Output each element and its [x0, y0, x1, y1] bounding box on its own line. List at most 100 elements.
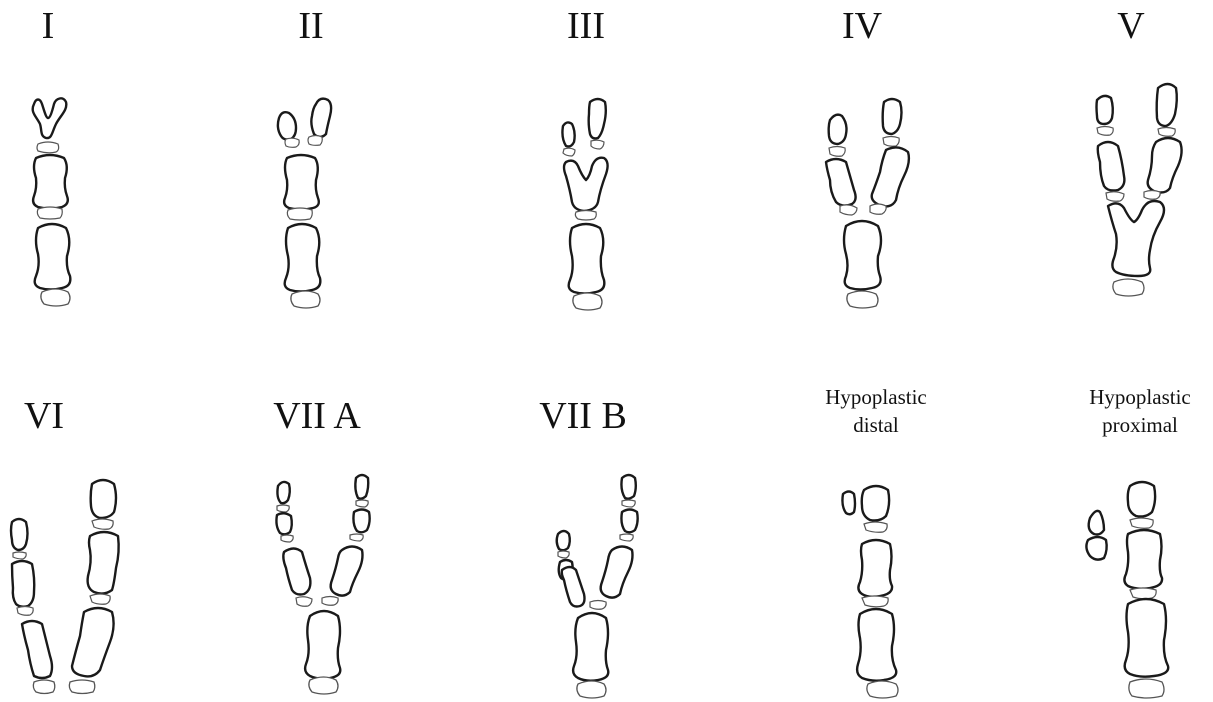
left-proximal-phalanx: [12, 561, 34, 607]
proximal-phalanx-right: [872, 147, 909, 206]
left-dip-joint: [277, 505, 289, 512]
mp-joint-right: [1144, 191, 1160, 200]
label-type-v: V: [1117, 5, 1145, 47]
right-distal-phalanx: [621, 475, 635, 499]
ip-joint-left: [829, 147, 845, 157]
ip-joint-space: [864, 522, 887, 532]
hypoplastic-remnant: [842, 492, 855, 515]
mp-joint: [590, 601, 606, 610]
right-metacarpal: [72, 608, 114, 676]
mp-joint-space: [37, 207, 62, 219]
metacarpal: [35, 224, 71, 290]
carpal-base: [867, 681, 898, 698]
mp-joint-space: [862, 596, 888, 607]
left-distal-phalanx: [557, 531, 570, 550]
distal-phalanx: [1128, 482, 1155, 517]
diagram-type-ii: [278, 99, 331, 308]
carpal-base: [573, 293, 602, 310]
label-hypoplastic-distal-line2: distal: [853, 413, 899, 437]
label-type-iv: IV: [842, 5, 883, 47]
right-ip-joint: [92, 519, 113, 529]
diagram-type-i: [33, 98, 71, 306]
diagram-hypoplastic-proximal: [1086, 482, 1168, 698]
metacarpal: [569, 224, 605, 294]
diagram-type-iii: [562, 99, 607, 310]
metacarpal: [573, 613, 608, 681]
left-metacarpal: [22, 621, 52, 678]
metacarpal: [844, 221, 881, 290]
left-pip-joint: [281, 535, 293, 542]
distal-phalanx-right: [1157, 84, 1177, 126]
left-distal-phalanx: [277, 482, 289, 503]
distal-phalanx-bifid: [33, 98, 67, 138]
proximal-phalanx-left: [1098, 142, 1125, 191]
right-carpal-base: [69, 680, 94, 694]
distal-phalanx-left: [278, 112, 296, 139]
diagram-type-vi: [11, 480, 119, 694]
right-pip-joint: [620, 534, 633, 541]
proximal-phalanx: [858, 540, 892, 597]
carpal-base: [847, 291, 878, 308]
carpal-base: [577, 681, 606, 698]
left-proximal-phalanx: [283, 549, 310, 595]
metacarpal: [285, 224, 321, 292]
left-distal-phalanx: [11, 519, 28, 550]
proximal-phalanx: [284, 155, 319, 210]
right-middle-phalanx: [353, 510, 369, 533]
carpal-base: [1129, 679, 1164, 698]
distal-phalanx-left: [1097, 96, 1113, 124]
ip-joint-space: [37, 142, 59, 153]
metacarpal-bifid: [1108, 201, 1164, 276]
label-type-vii-b: VII B: [539, 395, 627, 437]
ip-joint-space: [1130, 518, 1153, 528]
label-type-vii-a: VII A: [273, 395, 361, 437]
diagram-hypoplastic-distal: [842, 486, 898, 698]
ip-joint-right: [1158, 128, 1175, 137]
label-hypoplastic-proximal-line2: proximal: [1102, 413, 1178, 437]
ip-joint-left: [1097, 127, 1113, 136]
diagram-type-v: [1097, 84, 1182, 296]
distal-phalanx: [862, 486, 889, 521]
right-distal-phalanx: [91, 480, 116, 518]
carpal-base: [1113, 279, 1144, 296]
left-ip-joint: [13, 552, 26, 559]
mp-joint-space: [287, 208, 312, 220]
mp-joint-left: [840, 205, 857, 215]
distal-phalanx-left: [829, 115, 847, 144]
right-pip-joint: [350, 534, 363, 541]
proximal-phalanx-bifid: [564, 158, 608, 211]
proximal-phalanx: [33, 155, 68, 209]
diagram-type-vii-a: [276, 475, 369, 694]
mp-joint-space: [575, 211, 596, 221]
label-hypoplastic-distal-line1: Hypoplastic: [825, 385, 926, 409]
label-type-iii: III: [567, 5, 605, 47]
label-hypoplastic-proximal-line1: Hypoplastic: [1089, 385, 1190, 409]
right-proximal-phalanx: [88, 532, 119, 594]
mp-joint-right: [870, 204, 886, 214]
distal-phalanx-right: [311, 99, 331, 137]
left-mp-joint: [17, 607, 33, 616]
ip-joint-right: [591, 140, 604, 149]
left-middle-phalanx: [276, 513, 291, 534]
distal-phalanx-left: [562, 122, 574, 146]
hypoplastic-proximal-remnant: [1086, 537, 1106, 560]
metacarpal: [857, 609, 896, 681]
label-type-i: I: [42, 5, 55, 47]
label-type-vi: VI: [24, 395, 64, 437]
right-mp-joint: [90, 594, 110, 604]
right-proximal-phalanx: [331, 547, 363, 596]
label-type-ii: II: [298, 5, 323, 47]
right-middle-phalanx: [621, 510, 637, 533]
proximal-phalanx-right: [1148, 138, 1182, 193]
carpal-base: [291, 291, 320, 308]
distal-phalanx-right: [589, 99, 606, 139]
right-distal-phalanx: [355, 475, 368, 499]
right-dip-joint: [622, 500, 635, 507]
mp-joint-left: [1106, 192, 1124, 202]
left-carpal-base: [33, 680, 54, 694]
proximal-phalanx-left: [826, 159, 856, 206]
left-proximal-phalanx: [562, 567, 585, 607]
right-mp-joint: [322, 597, 338, 606]
carpal-base: [41, 289, 70, 306]
